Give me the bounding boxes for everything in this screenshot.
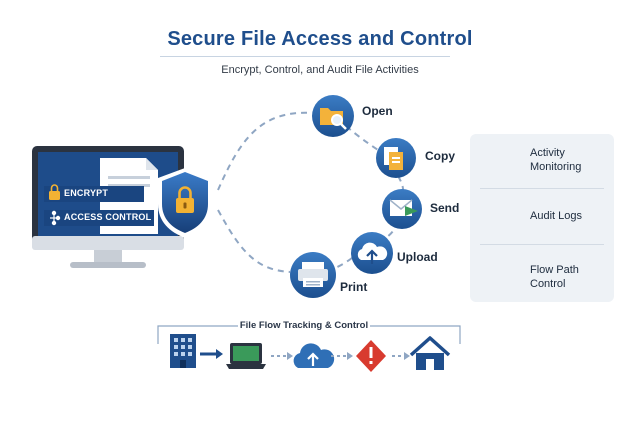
copy-files-icon [384,147,403,170]
tracking-title: File Flow Tracking & Control [238,320,370,331]
step-open [312,95,354,137]
step-label-send: Send [430,201,460,215]
lock-icon [49,184,60,200]
title-divider [160,56,450,57]
panel-item-flow-path-control: Flow Path Control [530,263,579,291]
encrypt-label: ENCRYPT [64,188,109,198]
step-upload [351,232,393,274]
step-label-open: Open [362,104,393,118]
laptop-icon [226,343,266,369]
flow-arrow [271,352,293,360]
access-control-label: ACCESS CONTROL [64,212,152,222]
building-icon [170,334,196,368]
page-subtitle: Encrypt, Control, and Audit File Activit… [221,64,419,76]
warning-icon [356,340,386,372]
flow-arrow [331,352,353,360]
flow-arrow [392,352,410,360]
panel-item-activity-monitoring: Activity Monitoring [530,146,581,174]
network-nodes-icon [50,210,61,226]
cloud-upload-icon [293,343,335,368]
step-label-upload: Upload [397,250,438,264]
step-label-print: Print [340,280,368,294]
step-label-copy: Copy [425,149,455,163]
panel-item-label-line1: Activity [530,147,565,159]
security-shield-icon [158,168,212,238]
panel-item-label-line2: Monitoring [530,161,582,173]
step-send [382,189,422,229]
email-send-icon [389,199,418,216]
panel-divider [480,188,604,189]
panel-item-label-line1: Flow Path [530,264,579,276]
folder-search-icon [320,108,347,130]
step-print [290,252,336,298]
printer-icon [298,262,328,287]
flow-arrow [200,349,223,359]
panel-item-audit-logs: Audit Logs [530,209,582,223]
panel-item-label-line1: Audit Logs [530,210,582,222]
page-title: Secure File Access and Control [167,28,473,50]
panel-item-label-line2: Control [530,278,566,290]
cloud-upload-icon [357,242,388,264]
home-icon [409,336,451,370]
step-copy [376,138,416,178]
panel-divider [480,244,604,245]
computer-monitor [32,146,184,268]
audit-panel [470,134,614,302]
